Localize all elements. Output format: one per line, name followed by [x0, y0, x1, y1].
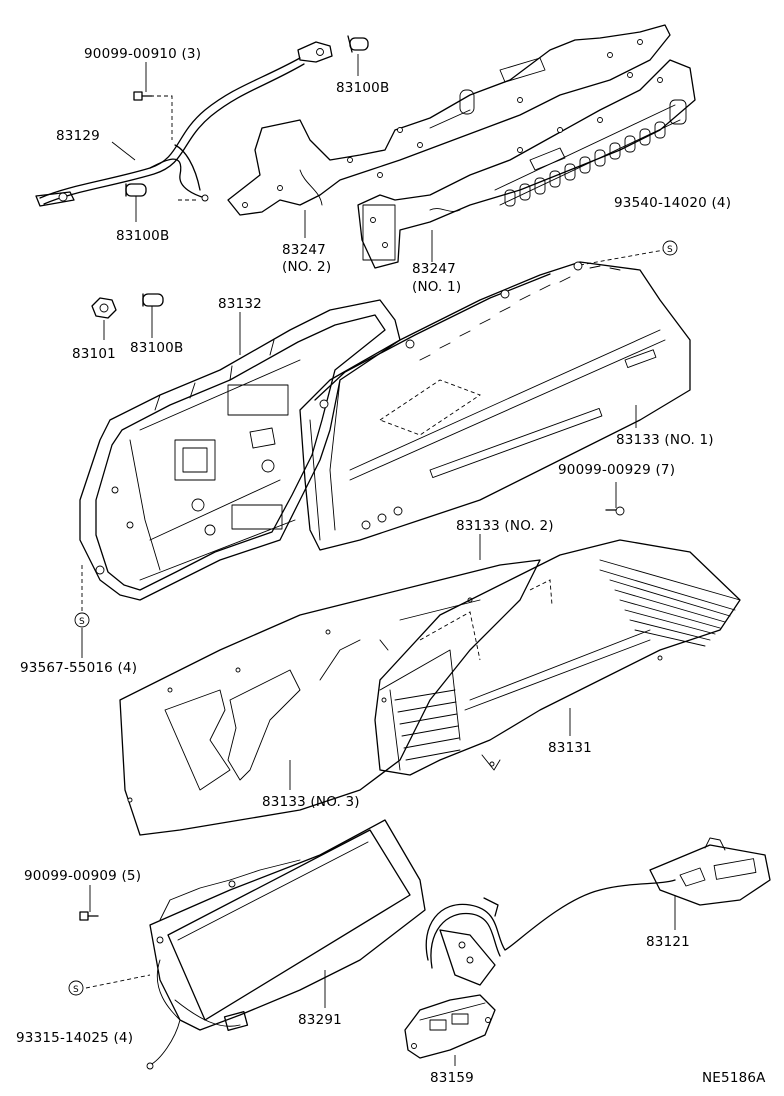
label-socket-83101: 83101	[72, 346, 116, 362]
led-window-row	[504, 121, 666, 207]
screw-symbol: S	[79, 617, 85, 627]
screw-14020-icon: S	[579, 240, 678, 266]
screw-14025-icon: S	[68, 974, 151, 996]
label-bolt-00910: 90099-00910 (3)	[84, 46, 201, 62]
bulb-left-icon	[125, 183, 147, 197]
label-housing-83132: 83132	[218, 296, 262, 312]
screw-00929-icon	[605, 506, 625, 516]
hood-83133-no1	[299, 261, 691, 551]
plate-83247-no1	[357, 59, 696, 269]
leader-lines	[81, 54, 676, 1066]
screw-symbol: S	[667, 245, 673, 255]
label-plate-no1: 83247	[412, 261, 456, 277]
label-wire-83129: 83129	[56, 128, 100, 144]
screw-00909-icon	[79, 911, 99, 921]
socket-83101-icon	[91, 297, 117, 319]
glass-83133-no3	[119, 559, 541, 836]
part-labels: 90099-00910 (3) 83100B 83129 83100B 8324…	[16, 46, 766, 1086]
label-plate-no1-sub: (NO. 1)	[412, 279, 461, 295]
label-switch-83159: 83159	[430, 1070, 474, 1086]
label-hood-no1: 83133 (NO. 1)	[616, 432, 714, 448]
bolt-00910-icon	[133, 91, 153, 101]
bulb-top-icon	[347, 35, 369, 53]
housing-83132	[79, 299, 401, 601]
label-screw-55016: 93567-55016 (4)	[20, 660, 137, 676]
label-bulb-mid: 83100B	[130, 340, 183, 356]
sensor-cable-83121	[425, 837, 771, 986]
label-screw-14025: 93315-14025 (4)	[16, 1030, 133, 1046]
label-screw-00909: 90099-00909 (5)	[24, 868, 141, 884]
screw-symbol: S	[73, 985, 79, 995]
label-glass-no3: 83133 (NO. 3)	[262, 794, 360, 810]
diagram-code: NE5186A	[702, 1070, 766, 1086]
bulb-mid-icon	[142, 293, 164, 307]
plate-83247-no2	[227, 24, 671, 216]
label-plate-no2-sub: (NO. 2)	[282, 259, 331, 275]
label-bulb-top: 83100B	[336, 80, 389, 96]
label-panel-83131: 83131	[548, 740, 592, 756]
panel-83131	[374, 539, 741, 776]
label-screw-00929: 90099-00929 (7)	[558, 462, 675, 478]
label-sensor-83121: 83121	[646, 934, 690, 950]
label-hood-no2: 83133 (NO. 2)	[456, 518, 554, 534]
label-bulb-left: 83100B	[116, 228, 169, 244]
label-plate-no2: 83247	[282, 242, 326, 258]
switch-83159	[404, 994, 496, 1059]
label-screw-14020: 93540-14020 (4)	[614, 195, 731, 211]
screw-55016-icon: S	[74, 565, 90, 628]
display-83291	[146, 819, 426, 1070]
wire-harness-83129	[35, 41, 333, 207]
label-display-83291: 83291	[298, 1012, 342, 1028]
